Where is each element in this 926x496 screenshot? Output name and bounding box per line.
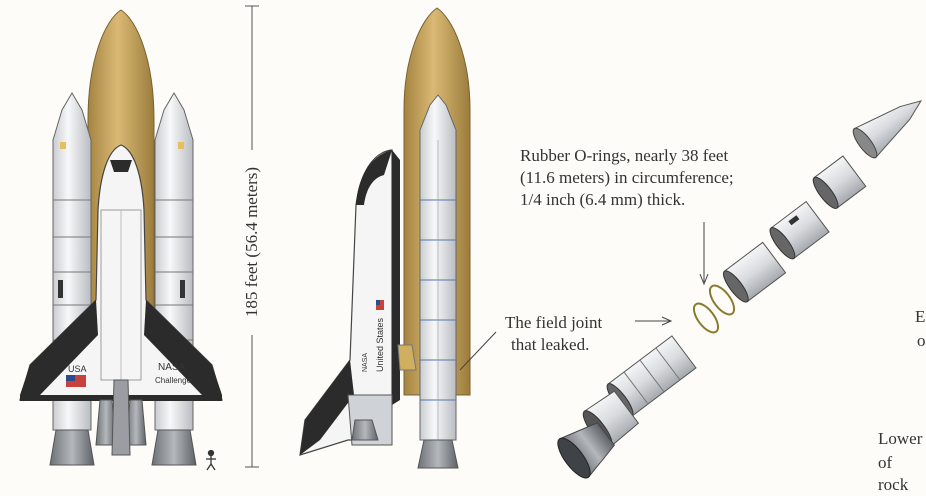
exploded-booster	[557, 100, 923, 479]
field-joint-label-line-2: that leaked.	[511, 335, 590, 354]
oring-pointer	[699, 222, 709, 286]
field-joint-label-line-1: The field joint	[505, 313, 603, 332]
orbiter-front: USA NASA Challenger	[19, 144, 223, 456]
challenger-diagram: USA NASA Challenger	[19, 5, 923, 479]
challenger-decal: Challenger	[155, 376, 194, 385]
clipped-text-4: of rock	[878, 453, 909, 494]
booster-nozzle	[557, 422, 616, 479]
left-srb-front	[49, 92, 95, 466]
oring-label: Rubber O-rings, nearly 38 feet (11.6 met…	[520, 145, 780, 211]
orbiter-side: United States NASA	[299, 149, 417, 456]
nasa-decal: NASA	[158, 362, 186, 373]
side-view-stack: United States NASA	[299, 7, 471, 469]
height-dimension	[245, 5, 259, 468]
clipped-text-3: Lower	[878, 429, 923, 448]
person-figure	[206, 449, 216, 471]
oring-2	[692, 302, 720, 334]
field-joint-pointer	[459, 316, 673, 371]
united-states-decal: United States	[375, 317, 385, 372]
clipped-text-2: o	[917, 331, 926, 350]
clipped-text-1: E	[915, 307, 926, 326]
booster-segment-1	[812, 155, 867, 209]
nasa-side-decal: NASA	[362, 353, 369, 372]
oring-1	[708, 284, 736, 316]
usa-decal: USA	[68, 364, 87, 374]
oring-label-line-2: (11.6 meters) in circumference;	[520, 168, 734, 187]
height-label: 185 feet (56.4 meters)	[242, 166, 261, 318]
nose-cone	[852, 100, 923, 159]
right-srb-front	[151, 92, 197, 466]
booster-segment-3	[722, 241, 787, 303]
srb-side	[417, 94, 459, 469]
field-joint-label: The field joint that leaked.	[505, 312, 635, 356]
oring-label-line-1: Rubber O-rings, nearly 38 feet	[520, 146, 729, 165]
oring-label-line-3: 1/4 inch (6.4 mm) thick.	[520, 190, 686, 209]
front-view-stack: USA NASA Challenger	[19, 9, 223, 471]
booster-segment-2	[769, 200, 830, 260]
